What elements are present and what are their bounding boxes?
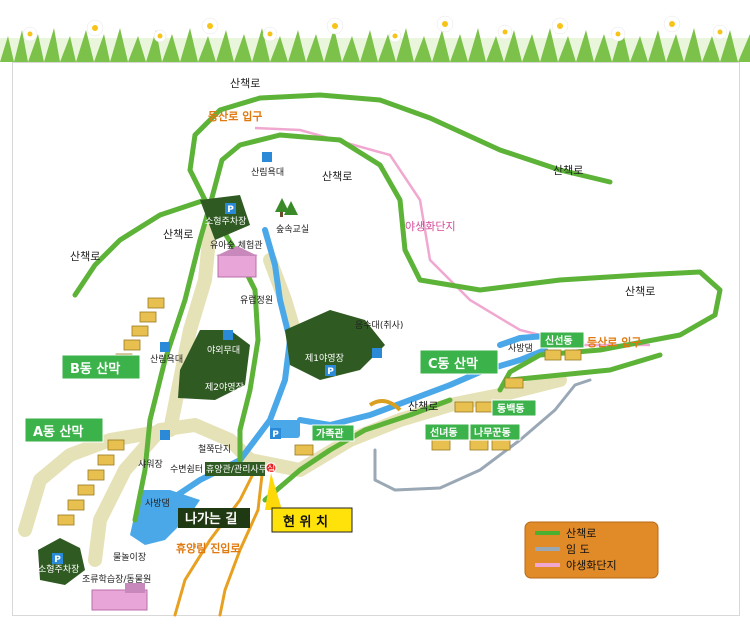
label-playground: 유럽정원 xyxy=(240,295,273,306)
label-walk-mid: 산책로 xyxy=(322,170,352,183)
family-house-badge[interactable]: 가족관 xyxy=(311,424,355,442)
label-walk-west1: 산책로 xyxy=(163,228,193,241)
dongbaek-badge[interactable]: 동백동 xyxy=(491,399,537,417)
svg-text:P: P xyxy=(227,205,234,215)
label-rest-area: 수변쉼터 xyxy=(170,464,203,475)
svg-text:P: P xyxy=(272,430,279,440)
label-shower: 샤워장 xyxy=(138,459,163,470)
label-iron-complex: 철쭉단지 xyxy=(198,444,231,455)
shinseon-badge[interactable]: 신선동 xyxy=(539,331,585,349)
label-forest-bath2: 산림욕대 xyxy=(150,353,183,365)
svg-text:동백동: 동백동 xyxy=(497,402,525,415)
grass xyxy=(0,28,750,62)
svg-text:P: P xyxy=(54,555,61,565)
camp2-area xyxy=(178,330,250,400)
map-legend: 산책로 임 도 야생화단지 xyxy=(524,521,659,579)
label-forest-entry-road: 휴양림 진입로 xyxy=(176,541,241,555)
legend-label-wildflower: 야생화단지 xyxy=(566,559,617,572)
svg-text:나가는 길: 나가는 길 xyxy=(185,511,237,527)
label-camp1: 제1야영장 xyxy=(305,353,344,364)
label-camp2: 제2야영장 xyxy=(205,382,244,393)
parking-letters: P P P P xyxy=(54,205,334,565)
parking-icons xyxy=(52,203,336,564)
exit-path-label[interactable]: 나가는 길 xyxy=(178,508,250,528)
svg-text:C동 산막: C동 산막 xyxy=(428,356,478,372)
label-forest-bath: 산림욕대 xyxy=(251,166,284,178)
seonnyeo-badge[interactable]: 선녀동 xyxy=(424,423,470,441)
cabins-a xyxy=(57,439,125,526)
parking-area-top xyxy=(200,195,250,240)
label-hiking-entrance-top: 등산로 입구 xyxy=(208,109,262,123)
camp1-area xyxy=(285,310,385,380)
service-icons xyxy=(160,152,382,440)
label-walk-west2: 산책로 xyxy=(70,250,100,263)
bridge xyxy=(368,399,402,412)
label-walk-center: 산책로 xyxy=(408,400,438,413)
label-walk-north: 산책로 xyxy=(230,77,260,90)
admin-badge[interactable]: 휴양관/관리사무실 xyxy=(205,462,275,476)
label-parking-small-bottom: 소형주차장 xyxy=(38,563,79,575)
svg-text:현 위 치: 현 위 치 xyxy=(283,514,328,530)
label-bird-zoo: 조류학습장/동물원 xyxy=(82,574,151,585)
walking-paths xyxy=(72,92,723,523)
svg-text:선녀동: 선녀동 xyxy=(430,426,458,439)
cabin-b-badge[interactable]: B동 산막 xyxy=(61,354,141,380)
label-parking-small-top: 소형주차장 xyxy=(205,215,246,227)
bird-zoo-building xyxy=(91,583,148,611)
svg-text:P: P xyxy=(327,367,334,377)
label-water-stand: 음수대(취사) xyxy=(355,320,403,331)
current-location-pin[interactable] xyxy=(265,462,282,510)
forest-road xyxy=(373,378,592,492)
cabin-a-badge[interactable]: A동 산막 xyxy=(24,417,104,443)
daisies xyxy=(22,15,728,43)
label-forest-class: 숲속교실 xyxy=(276,224,309,235)
legend-label-walk: 산책로 xyxy=(566,527,596,540)
cabins-c xyxy=(294,349,582,456)
legend-label-road: 임 도 xyxy=(566,543,590,556)
entry-road xyxy=(173,468,264,617)
cabin-c-badge[interactable]: C동 산막 xyxy=(419,349,499,375)
svg-text:나무꾼동: 나무꾼동 xyxy=(474,426,511,439)
svg-text:A동 산막: A동 산막 xyxy=(33,424,84,440)
svg-text:휴양관/관리사무실: 휴양관/관리사무실 xyxy=(206,464,275,475)
label-outdoor-stage: 야외무대 xyxy=(207,344,240,356)
label-pool: 물놀이장 xyxy=(113,552,146,563)
label-walk-east: 산책로 xyxy=(625,285,655,298)
current-location-label[interactable]: 현 위 치 xyxy=(271,507,353,533)
svg-text:가족관: 가족관 xyxy=(316,427,344,440)
label-walk-ne: 산책로 xyxy=(553,164,583,177)
label-water-play: 사방댐 xyxy=(145,498,170,509)
label-kids-forest: 유아숲 체험관 xyxy=(210,240,263,251)
tree-icon xyxy=(275,198,298,217)
label-hiking-entrance-right: 등산로 입구 xyxy=(587,335,641,349)
wildflower-line xyxy=(254,126,650,347)
label-water-play2: 사방댐 xyxy=(508,343,533,354)
svg-text:B동 산막: B동 산막 xyxy=(70,361,120,377)
flower-banner xyxy=(0,0,750,62)
namu-badge[interactable]: 나무꾼동 xyxy=(469,423,521,441)
svg-text:신선동: 신선동 xyxy=(545,334,573,347)
kids-forest-building xyxy=(216,246,258,278)
label-wildflower: 야생화단지 xyxy=(405,220,456,233)
